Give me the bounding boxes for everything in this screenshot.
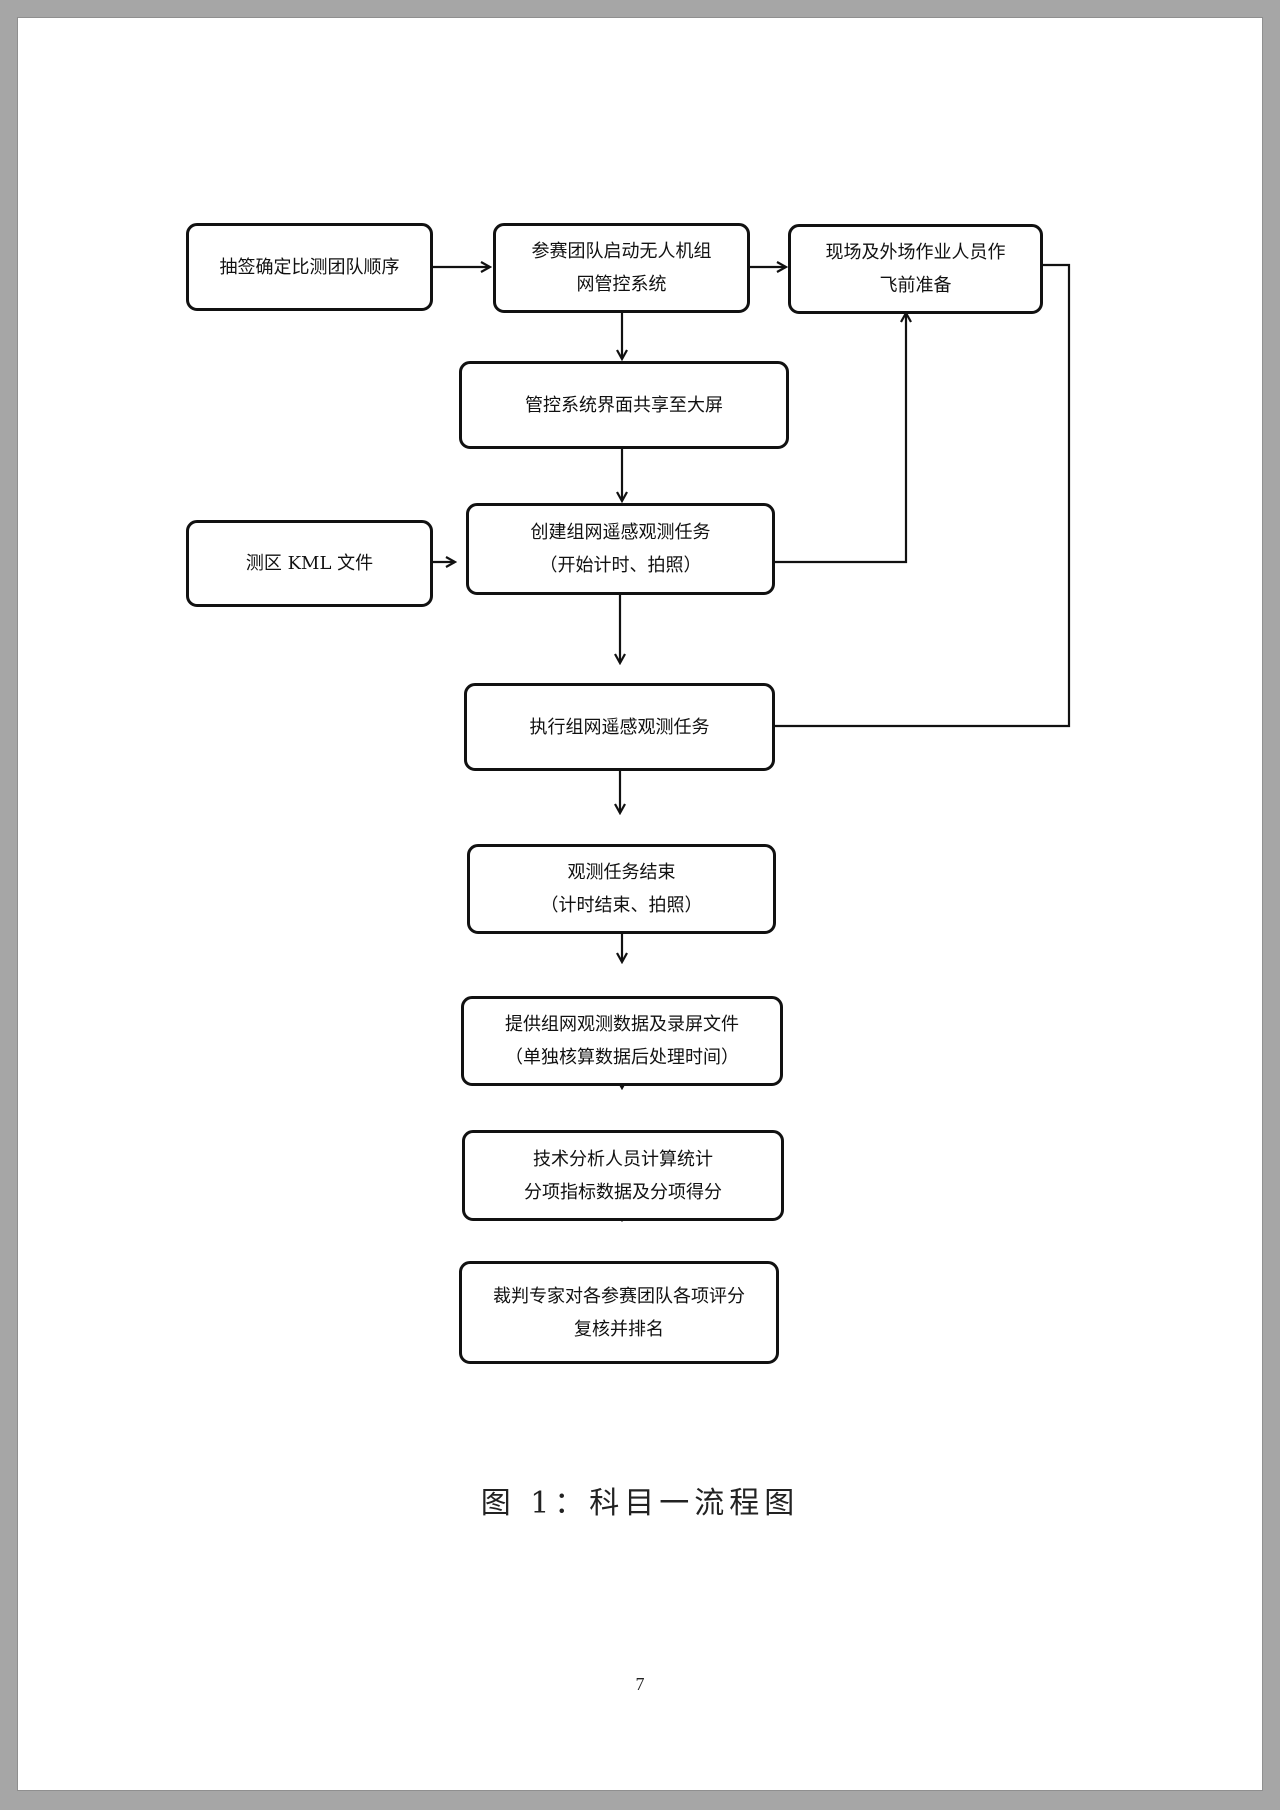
node-preflight-line-1: 现场及外场作业人员作 (825, 242, 1006, 263)
node-provide-data-line-2: （单独核算数据后处理时间） (505, 1047, 739, 1068)
node-task-end-line-2: （计时结束、拍照） (540, 895, 703, 916)
node-review: 裁判专家对各参赛团队各项评分 复核并排名 (459, 1261, 779, 1364)
flowchart: 抽签确定比测团队顺序 参赛团队启动无人机组 网管控系统 现场及外场作业人员作 飞… (18, 18, 1262, 1790)
node-create-task: 创建组网遥感观测任务 （开始计时、拍照） (466, 503, 775, 595)
node-share-screen-line: 管控系统界面共享至大屏 (525, 394, 723, 416)
node-analysis-line-2: 分项指标数据及分项得分 (524, 1181, 722, 1203)
document-page: 抽签确定比测团队顺序 参赛团队启动无人机组 网管控系统 现场及外场作业人员作 飞… (18, 18, 1262, 1790)
node-preflight: 现场及外场作业人员作 飞前准备 (788, 224, 1043, 314)
node-provide-data-line-1: 提供组网观测数据及录屏文件 (505, 1014, 739, 1035)
node-task-end: 观测任务结束 （计时结束、拍照） (467, 844, 776, 934)
node-create-task-line-1: 创建组网遥感观测任务 (530, 522, 711, 543)
node-draw-lots-line: 抽签确定比测团队顺序 (219, 256, 400, 278)
node-analysis-line-1: 技术分析人员计算统计 (533, 1148, 713, 1170)
node-execute-task: 执行组网遥感观测任务 (464, 683, 775, 771)
node-preflight-line-2: 飞前准备 (879, 275, 952, 296)
node-task-end-line-1: 观测任务结束 (567, 862, 676, 883)
node-start-system-line-1: 参赛团队启动无人机组 (531, 241, 712, 262)
node-start-system-line-2: 网管控系统 (576, 274, 667, 295)
node-kml-file-line: 测区 KML 文件 (245, 553, 374, 574)
node-review-line-1: 裁判专家对各参赛团队各项评分 (493, 1285, 745, 1307)
node-create-task-line-2: （开始计时、拍照） (539, 555, 702, 576)
node-provide-data: 提供组网观测数据及录屏文件 （单独核算数据后处理时间） (461, 996, 783, 1086)
node-draw-lots: 抽签确定比测团队顺序 (186, 223, 433, 311)
node-share-screen: 管控系统界面共享至大屏 (459, 361, 789, 449)
node-review-line-2: 复核并排名 (574, 1318, 664, 1340)
node-execute-task-line: 执行组网遥感观测任务 (529, 716, 710, 738)
edge-preflight-to-execute-task (756, 263, 1071, 726)
page-number: 7 (635, 1674, 645, 1694)
node-start-system: 参赛团队启动无人机组 网管控系统 (493, 223, 750, 313)
node-kml-file: 测区 KML 文件 (186, 520, 433, 607)
edge-create-task-to-preflight (753, 313, 906, 564)
figure-caption: 图 1：科目一流程图 (480, 1486, 800, 1521)
node-analysis: 技术分析人员计算统计 分项指标数据及分项得分 (462, 1130, 784, 1221)
